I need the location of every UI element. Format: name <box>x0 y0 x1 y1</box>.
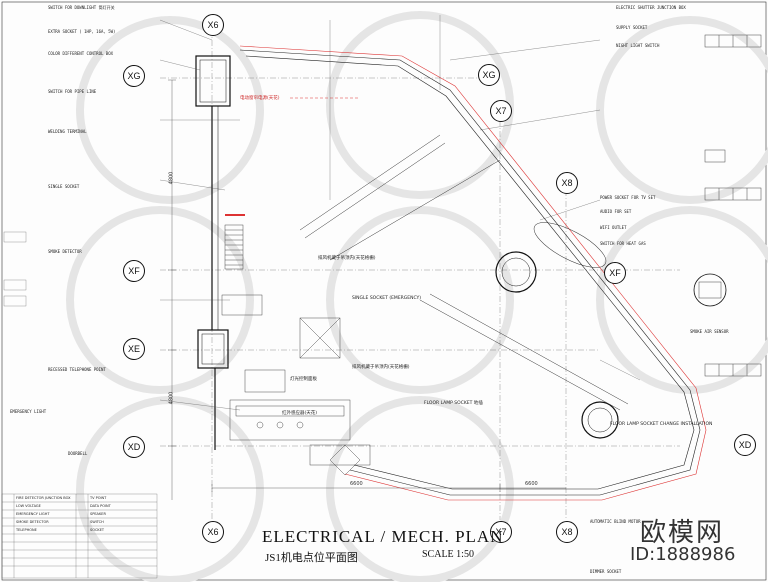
dimension-label: 4800 <box>168 391 175 405</box>
annotation-ceiling-bridge-2: 排风机藏于吊顶内(天花格栅) <box>352 365 410 370</box>
left-label: RECESSED TELEPHONE POINT <box>48 367 106 372</box>
grid-tag-xg-right: XG <box>478 64 500 86</box>
annotation-floor-lamp-right: FLOOR LAMP SOCKET CHANGE INSTALLATION <box>610 422 713 427</box>
watermark-brand: 欧模网 <box>640 518 725 548</box>
watermark-circles <box>66 11 768 582</box>
watermark-id: ID:1888986 <box>630 544 736 565</box>
annotation-ceiling-bridge: 排风机藏于吊顶内(天花格栅) <box>318 256 376 261</box>
dimension-label: 4800 <box>168 171 175 185</box>
grid-tag-x6-top: X6 <box>202 14 224 36</box>
left-label: COLOR DIFFERENT CONTROL BOX <box>48 51 114 56</box>
left-label: SMOKE DETECTOR <box>48 249 82 254</box>
legend-row: FIRE DETECTOR JUNCTION BOX <box>16 496 71 500</box>
legend-row: SOCKET <box>90 528 105 532</box>
grid-tag-xd-left: XD <box>123 436 145 458</box>
grid-tag-x8-bottom: X8 <box>556 521 578 543</box>
legend-row: LOW VOLTAGE <box>16 504 41 508</box>
legend-row: DATA POINT <box>90 504 111 508</box>
grid-tag-xf-left: XF <box>123 260 145 282</box>
right-label: ELECTRIC SHUTTER JUNCTION BOX <box>616 5 686 10</box>
left-label: EMERGENCY LIGHT <box>10 409 47 414</box>
plan-title: ELECTRICAL / MECH. PLAN <box>262 527 504 546</box>
right-label: DIMMER SOCKET <box>590 569 622 574</box>
grid-tag-x7-inner: X7 <box>490 100 512 122</box>
left-label: SWITCH FOR DOWNLIGHT 筒灯开关 <box>48 5 115 10</box>
left-label: SWITCH FOR PIPE LINE <box>48 89 97 94</box>
legend-row: SMOKE DETECTOR <box>16 520 49 524</box>
grid-tag-xe-left: XE <box>123 338 145 360</box>
right-label: SUPPLY SOCKET <box>616 25 648 30</box>
right-label: NIGHT LIGHT SWITCH <box>616 43 660 48</box>
left-label: DOORBELL <box>68 451 88 456</box>
right-label: SMOKE AIR SENSOR <box>690 329 729 334</box>
right-label: POWER SOCKET FOR TV SET <box>600 195 656 200</box>
dimension-label: 6600 <box>350 481 363 487</box>
legend-row: SWITCH <box>90 520 104 524</box>
dimension-label: 6600 <box>525 481 538 487</box>
annotation-red-note: 电动窗帘电源(天花) <box>240 96 280 101</box>
right-label: SWITCH FOR HEAT GAS <box>600 241 646 246</box>
grid-tag-x8-inner: X8 <box>556 172 578 194</box>
right-label: AUDIO FOR SET <box>600 209 632 214</box>
left-label: WELDING TERMINAL <box>48 129 87 134</box>
left-label: SINGLE SOCKET <box>48 184 80 189</box>
legend-row: EMERGENCY LIGHT <box>16 512 50 516</box>
grid-tag-xf-inner: XF <box>604 262 626 284</box>
annotation-light-mid: 灯光控制面板 <box>290 377 317 382</box>
left-label: EXTRA SOCKET ( 1HP, 16A, 5W) <box>48 29 116 34</box>
right-label: WIFI OUTLET <box>600 225 627 230</box>
grid-tag-x6-bottom: X6 <box>202 521 224 543</box>
legend-row: SPEAKER <box>90 512 106 516</box>
grid-tag-xg-left: XG <box>123 65 145 87</box>
legend-row: TV POINT <box>90 496 107 500</box>
grid-tag-x7-bottom: X7 <box>490 521 512 543</box>
plan-subtitle: JS1机电点位平面图 <box>265 552 358 564</box>
legend-row: TELEPHONE <box>16 528 37 532</box>
grid-tag-xd-right: XD <box>734 434 756 456</box>
annotation-floor-junction: FLOOR LAMP SOCKET 地插 <box>424 401 483 406</box>
annotation-mid-note: 红外感应器(天花) <box>282 411 318 416</box>
right-label: AUTOMATIC BLIND MOTOR <box>590 519 641 524</box>
plan-scale: SCALE 1:50 <box>422 549 474 560</box>
annotation-single-socket: SINGLE SOCKET (EMERGENCY) <box>352 296 422 301</box>
